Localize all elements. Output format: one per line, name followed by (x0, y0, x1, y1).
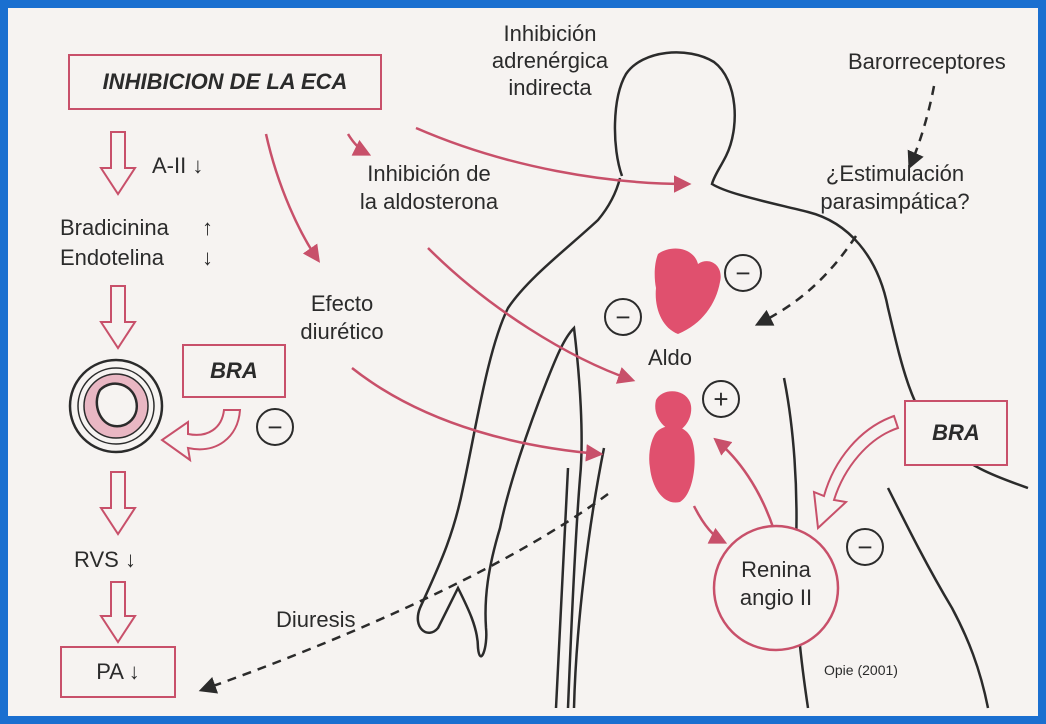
aldo-label: Aldo (648, 344, 692, 372)
bra-label-right: BRA (932, 420, 980, 446)
vessel-cross-section (70, 360, 162, 452)
endotelina-label: Endotelina (60, 244, 164, 272)
bra-right-hollow-arrow (814, 416, 898, 528)
renina-angio-label: Renina angio II (726, 556, 826, 612)
pa-box: PA ↓ (60, 646, 176, 698)
a2-label: A-II ↓ (152, 152, 203, 180)
bra-box-left: BRA (182, 344, 286, 398)
diagram-frame: INHIBICION DE LA ECA A-II ↓ Bradicinina … (8, 8, 1038, 716)
bra-curved-arrow (162, 410, 240, 460)
bradicinina-label: Bradicinina (60, 214, 169, 242)
minus-bra-right-icon: − (846, 528, 884, 566)
plus-sign-icon: + (702, 380, 740, 418)
minus-heart-right-icon: − (724, 254, 762, 292)
kidney-lower (649, 426, 694, 503)
inhibicion-aldosterona-label: Inhibición de la aldosterona (334, 160, 524, 216)
rvs-label: RVS ↓ (74, 546, 136, 574)
eca-title: INHIBICION DE LA ECA (103, 69, 348, 95)
efecto-diuretico-label: Efecto diurético (290, 290, 394, 346)
barorreceptores-label: Barorreceptores (848, 48, 1006, 76)
bra-box-right: BRA (904, 400, 1008, 466)
minus-sign-icon: − (256, 408, 294, 446)
kidney-upper (655, 391, 691, 432)
inhibicion-adrenergica-label: Inhibición adrenérgica indirecta (490, 20, 610, 101)
minus-heart-left-icon: − (604, 298, 642, 336)
bradicinina-arrow: ↑ (202, 214, 213, 242)
heart-shape (655, 249, 721, 334)
bra-label-left: BRA (210, 358, 258, 384)
diuresis-label: Diuresis (276, 606, 355, 634)
eca-title-box: INHIBICION DE LA ECA (68, 54, 382, 110)
estimulacion-parasimpatica-label: ¿Estimulación parasimpática? (810, 160, 980, 216)
diagram-graphics (8, 8, 1038, 716)
credit-label: Opie (2001) (824, 656, 898, 684)
pa-label: PA ↓ (96, 659, 140, 685)
endotelina-arrow: ↓ (202, 244, 213, 272)
